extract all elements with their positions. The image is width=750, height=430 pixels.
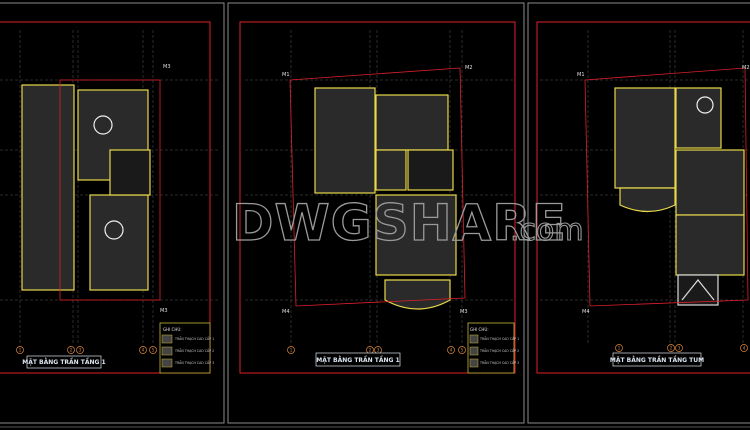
title-panel-2: MẶT BẰNG TRẦN TẦNG 1 (316, 355, 399, 364)
legend-item: TRẦN THẠCH CAO CẤP 2 (174, 348, 214, 353)
grid-label: 3 (79, 348, 82, 353)
legend-heading: GHI CHÚ: (163, 327, 182, 332)
floor-plan-1[interactable] (21, 79, 161, 301)
mark-label: M1 (282, 72, 290, 78)
legend-item: TRẦN THẠCH CAO CẤP 1 (174, 336, 214, 341)
grid-label: 2 (70, 348, 73, 353)
legend-panel-1: GHI CHÚ: TRẦN THẠCH CAO CẤP 1 TRẦN THẠCH… (159, 322, 214, 374)
grid-bubbles (16, 344, 748, 354)
title-panel-3: MẶT BẰNG TRẦN TẦNG TUM (610, 355, 704, 364)
grid-label: 4 (450, 348, 453, 353)
mark-label: M3 (163, 64, 171, 70)
legend-item: TRẦN THẠCH CAO CẤP 3 (479, 360, 519, 365)
red-borders (0, 21, 750, 374)
grid-label: 4 (142, 348, 145, 353)
mark-labels: M3 M3 M1 M2 M4 M3 M1 M2 M4 (160, 64, 750, 315)
grid-label: 1 (290, 348, 293, 353)
mark-label: M3 (160, 308, 168, 314)
floor-plan-2[interactable] (289, 67, 466, 310)
mark-label: M1 (577, 72, 585, 78)
grid-label: 1 (19, 348, 22, 353)
legend-item: TRẦN THẠCH CAO CẤP 3 (174, 360, 214, 365)
mark-label: M2 (742, 65, 750, 71)
legend-heading: GHI CHÚ: (470, 327, 489, 332)
legend-panel-2: GHI CHÚ: TRẦN THẠCH CAO CẤP 1 TRẦN THẠCH… (467, 322, 519, 374)
watermark-suffix: .com (510, 213, 584, 248)
mark-label: M4 (282, 309, 290, 315)
legend-item: TRẦN THẠCH CAO CẤP 2 (479, 348, 519, 353)
floor-plan-3[interactable] (584, 67, 749, 307)
grid-label: 5 (461, 348, 464, 353)
mark-label: M4 (582, 309, 590, 315)
mark-label: M2 (465, 65, 473, 71)
grid-label: 2 (369, 348, 372, 353)
sheet-titles: MẶT BẰNG TRẦN TẦNG 1 MẶT BẰNG TRẦN TẦNG … (22, 352, 704, 369)
watermark: DWGSHARE .com (231, 193, 584, 252)
title-panel-1: MẶT BẰNG TRẦN TẦNG 1 (22, 357, 105, 366)
grid-label: 5 (152, 348, 155, 353)
legend-item: TRẦN THẠCH CAO CẤP 1 (479, 336, 519, 341)
watermark-main: DWGSHARE (232, 194, 567, 252)
grid-label: 1 (618, 346, 621, 351)
grid-label: 2 (670, 346, 673, 351)
grid-label: 3 (377, 348, 380, 353)
mark-label: M3 (460, 309, 468, 315)
grid-label: 4 (743, 346, 746, 351)
grid-label: 3 (678, 346, 681, 351)
